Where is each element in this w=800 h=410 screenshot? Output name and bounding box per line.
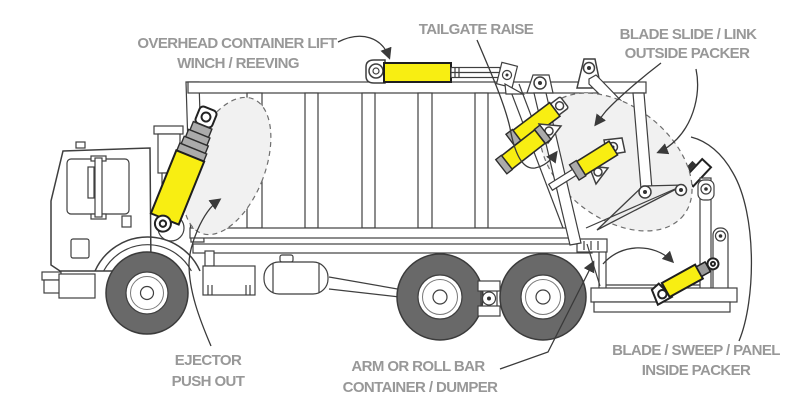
packer-link-cylinder <box>547 137 688 199</box>
label-ejector-line1: EJECTOR <box>175 352 242 369</box>
leader-blade-link <box>656 68 699 155</box>
sweep-motion-arrow <box>602 247 675 265</box>
label-overhead-line1: OVERHEAD CONTAINER LIFT <box>137 35 337 52</box>
label-overhead-container-lift: OVERHEAD CONTAINER LIFT WINCH / REEVING <box>137 35 337 72</box>
label-arm-line1: ARM OR ROLL BAR <box>351 358 485 375</box>
leader-overhead-lift <box>337 35 392 60</box>
label-tailgate-line1: TAILGATE RAISE <box>419 21 534 38</box>
leader-tailgate-raise <box>476 39 558 169</box>
body-ribs <box>246 92 489 229</box>
front-bumper <box>41 271 62 281</box>
mirror <box>87 166 95 199</box>
overhead-lift-cylinder <box>365 59 526 95</box>
front-fender <box>94 236 201 272</box>
label-blade-slide-outside-packer: BLADE SLIDE / LINK OUTSIDE PACKER <box>620 26 758 62</box>
label-tailgate-raise: TAILGATE RAISE <box>419 21 535 38</box>
roof-marker-light <box>75 141 86 149</box>
label-arm-line2: CONTAINER / DUMPER <box>343 379 499 396</box>
label-inside-packer-line1: BLADE / SWEEP / PANEL <box>612 342 780 359</box>
door-vent-panel <box>70 238 90 259</box>
label-arm-roll-bar: ARM OR ROLL BAR CONTAINER / DUMPER <box>343 358 499 396</box>
front-wheel <box>105 251 189 335</box>
body-rear-slope <box>507 83 564 229</box>
front-bumper-face <box>43 279 61 294</box>
leader-inside-packer <box>690 136 753 342</box>
door-handle <box>121 215 132 228</box>
leader-arm-dumper <box>499 260 595 370</box>
label-overhead-line2: WINCH / REEVING <box>177 55 299 72</box>
labels: OVERHEAD CONTAINER LIFT WINCH / REEVING … <box>137 21 781 396</box>
window-divider <box>94 157 103 218</box>
label-ejector-line2: PUSH OUT <box>172 373 245 390</box>
rear-wheel-2 <box>499 253 587 341</box>
packer-bellcrank <box>596 184 685 231</box>
label-ejector-push-out: EJECTOR PUSH OUT <box>172 352 246 390</box>
frame-rail <box>192 243 593 254</box>
ejector-cylinder <box>149 105 218 233</box>
body-bottom-rail <box>189 227 576 239</box>
packer-cylinder-2 <box>494 123 610 186</box>
label-blade-sweep-inside-packer: BLADE / SWEEP / PANEL INSIDE PACKER <box>612 342 781 379</box>
inside-packer-cylinder <box>650 257 720 307</box>
tandem-equalizer <box>477 280 501 317</box>
label-outside-packer-line2: OUTSIDE PACKER <box>625 45 750 62</box>
fuel-tank <box>263 254 329 295</box>
leader-ejector <box>188 198 222 347</box>
label-inside-packer-line2: INSIDE PACKER <box>642 362 751 379</box>
rear-wheel-1 <box>396 253 484 341</box>
body-rear-sill <box>576 238 608 253</box>
leader-blade-slide <box>594 62 662 127</box>
packer-blade-edge <box>585 184 685 229</box>
label-outside-packer-line1: BLADE SLIDE / LINK <box>620 26 757 43</box>
leader-lines <box>188 35 753 370</box>
cab-step <box>58 273 96 299</box>
chassis <box>192 243 593 301</box>
truck-cab <box>41 141 152 299</box>
battery-box <box>202 250 256 296</box>
